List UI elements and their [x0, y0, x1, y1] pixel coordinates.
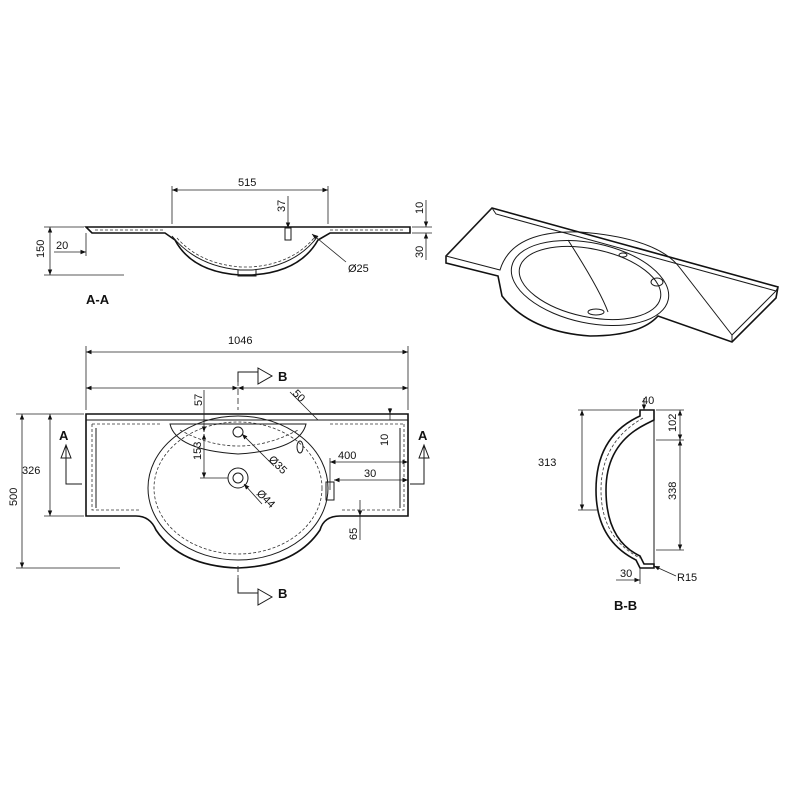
section-bb-title: B-B [614, 598, 637, 613]
dim-plan-d35: Ø35 [266, 454, 289, 477]
marker-b-bottom: B [278, 586, 287, 601]
dim-plan-153: 153 [192, 442, 204, 460]
dim-bb-r15: R15 [677, 572, 697, 584]
dim-bb-40: 40 [642, 395, 654, 407]
marker-a-left: A [59, 428, 69, 443]
dim-plan-50: 50 [290, 388, 307, 405]
section-bb-view: 313 40 102 338 30 R15 B-B [538, 395, 697, 613]
dim-aa-37: 37 [276, 200, 288, 212]
dim-plan-400: 400 [338, 450, 356, 462]
dim-plan-326: 326 [22, 465, 40, 477]
dim-aa-10: 10 [414, 202, 426, 214]
dim-plan-1046: 1046 [228, 335, 252, 347]
dim-aa-150: 150 [35, 240, 47, 258]
dim-plan-500: 500 [8, 488, 20, 506]
dim-aa-20: 20 [56, 240, 68, 252]
plan-view: 1046 B 57 50 153 Ø35 Ø44 10 400 30 [8, 335, 430, 606]
dim-plan-57: 57 [193, 394, 205, 406]
section-aa-view: 515 37 10 30 150 20 Ø25 A-A [35, 177, 432, 307]
dim-plan-30: 30 [364, 468, 376, 480]
dim-aa-515: 515 [238, 177, 256, 189]
dim-plan-d44: Ø44 [254, 488, 277, 511]
dim-aa-d25: Ø25 [348, 263, 369, 275]
marker-a-right: A [418, 428, 428, 443]
dim-plan-10: 10 [379, 434, 391, 446]
marker-b-top: B [278, 369, 287, 384]
section-aa-title: A-A [86, 292, 110, 307]
dim-plan-65: 65 [348, 528, 360, 540]
dim-aa-30: 30 [414, 246, 426, 258]
dim-bb-30: 30 [620, 568, 632, 580]
isometric-view [445, 207, 779, 343]
dim-bb-313: 313 [538, 457, 556, 469]
dim-bb-102: 102 [667, 414, 679, 432]
dim-bb-338: 338 [667, 482, 679, 500]
